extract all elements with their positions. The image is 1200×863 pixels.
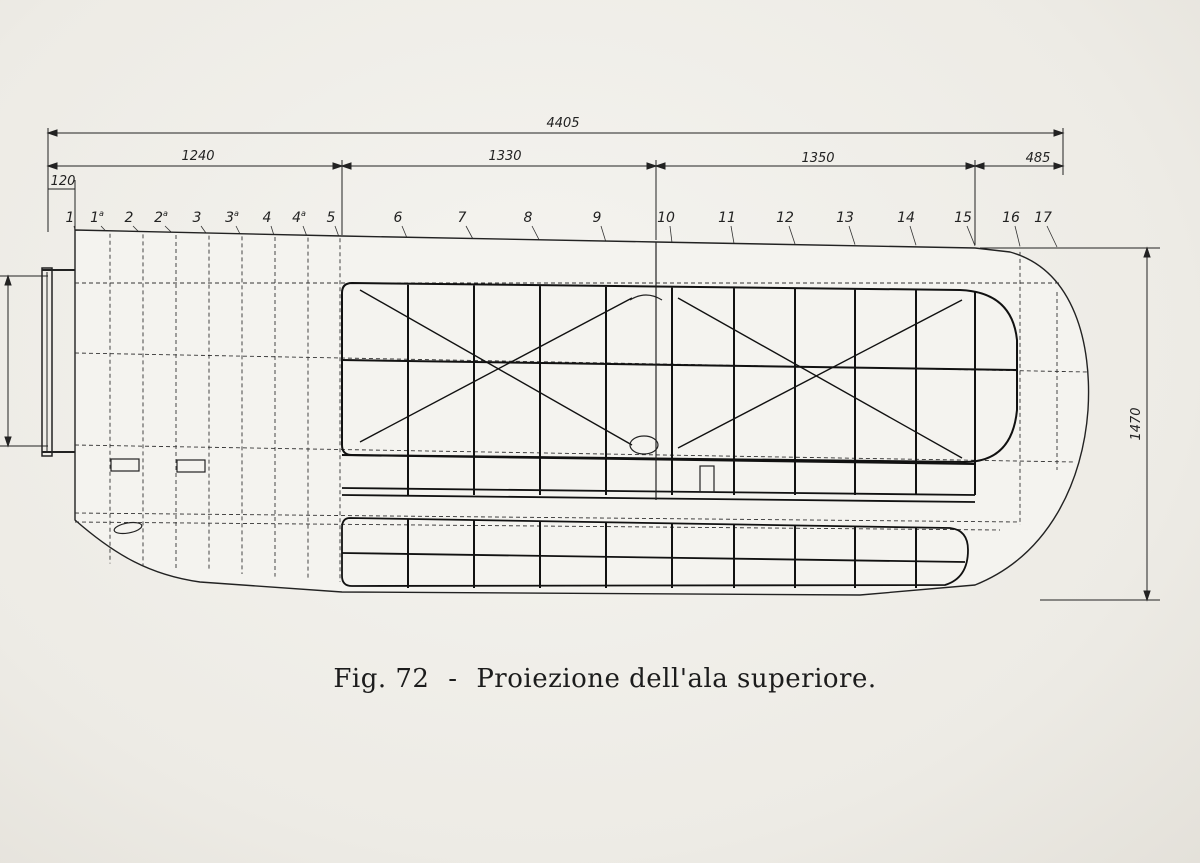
rib-leader-20 [1014, 225, 1021, 247]
figure-caption: Fig. 72 - Proiezione dell'ala superiore. [0, 664, 1200, 694]
hinge-details [629, 242, 715, 500]
rib-label-17: 13 [836, 210, 854, 226]
rib-label-14: 10 [657, 210, 675, 226]
inspection-panels [110, 458, 206, 535]
figure-title: Proiezione dell'ala superiore. [476, 664, 877, 694]
rib-label-4: 2a [154, 209, 168, 226]
rib-label-16: 12 [776, 210, 794, 226]
rear-spar-structure [341, 487, 976, 587]
rib-leader-14 [669, 225, 673, 243]
segment-1-label: 1240 [181, 149, 214, 164]
figure-number: Fig. 72 [333, 664, 430, 694]
dimension-lines [0, 128, 1160, 602]
rib-leader-17 [848, 225, 856, 245]
caption-separator: - [448, 664, 458, 694]
root-offset-label: 120 [51, 174, 76, 189]
rib-leader-15 [730, 225, 735, 244]
rib-label-15: 11 [718, 210, 736, 226]
rib-label-21: 17 [1034, 210, 1052, 226]
segment-3-label: 1350 [801, 151, 834, 166]
rib-leader-19 [966, 225, 976, 246]
rib-label-2: 1a [90, 209, 104, 226]
main-wing-frame [341, 281, 1018, 465]
dashed-rib-stations [109, 233, 1058, 582]
root-fitting [41, 267, 53, 457]
rib-labels: 1 1a 2 2a 3 3a 4 4a 5 6 7 8 9 10 11 12 13 14 15 16 17 [66, 209, 1052, 226]
left-partial-label: 700 [0, 349, 4, 374]
dimension-labels: 4405 1240 1330 1350 485 120 1470 700 [0, 116, 1144, 441]
rib-label-12: 8 [524, 210, 533, 226]
wing-planform [74, 229, 1090, 596]
rib-label-20: 16 [1002, 210, 1020, 226]
bracing-wires [359, 289, 963, 459]
rib-label-6: 3a [225, 209, 239, 226]
overall-span-label: 4405 [546, 116, 579, 131]
rib-leader-18 [909, 225, 917, 246]
rib-label-19: 15 [954, 210, 972, 226]
rib-label-18: 14 [897, 210, 915, 226]
rib-label-7: 4 [263, 210, 272, 226]
wing-outline [41, 229, 1090, 596]
chord-label: 1470 [1129, 407, 1144, 440]
segment-4-label: 485 [1026, 151, 1051, 166]
dashed-spanwise-lines [74, 282, 1089, 531]
rib-label-8: 4a [292, 209, 306, 226]
rib-label-5: 3 [193, 210, 202, 226]
segment-2-label: 1330 [488, 149, 521, 164]
rib-leader-12 [531, 225, 541, 242]
rib-leader-21 [1046, 225, 1058, 248]
rib-label-9: 5 [327, 210, 336, 226]
rib-label-10: 6 [394, 210, 403, 226]
rib-leader-13 [600, 225, 607, 243]
rib-label-3: 2 [125, 210, 134, 226]
rib-label-13: 9 [593, 210, 602, 226]
solid-ribs [407, 284, 976, 588]
rib-leader-16 [788, 225, 796, 245]
rib-label-11: 7 [458, 210, 467, 226]
rib-label-1: 1 [66, 210, 75, 226]
